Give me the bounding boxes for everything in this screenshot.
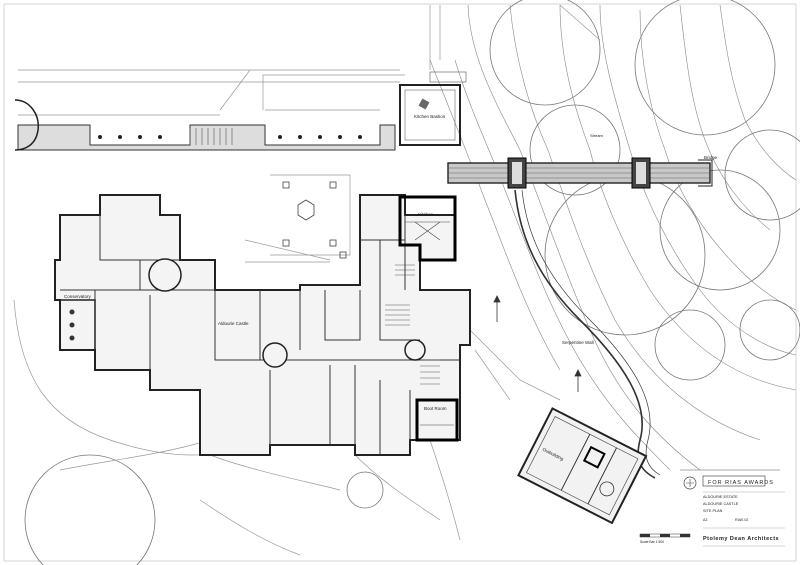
- outbuilding: [517, 407, 648, 525]
- label-conservatory: Conservatory: [64, 294, 92, 299]
- kitchen-bastion: [399, 71, 467, 146]
- tree-canopies: [24, 0, 800, 565]
- garden-planters: [282, 181, 347, 259]
- label-kitchen: Kitchen: [418, 212, 434, 217]
- firm-name: Ptolemy Dean Architects: [703, 536, 779, 542]
- scale-label: Scale Bar 1:500: [640, 540, 664, 544]
- bridge: [447, 157, 713, 189]
- castle-plan: [14, 99, 471, 456]
- site-outlines: [13, 4, 601, 556]
- drawing-frame: [3, 3, 797, 562]
- label-bridge: Bridge: [704, 155, 718, 160]
- title-line-2: ALDOURIE CASTLE: [703, 502, 739, 506]
- label-serpentine-wall: Serpentine Wall: [562, 340, 594, 345]
- title-line-1: ALDOURIE ESTATE: [703, 495, 738, 499]
- award-banner: FOR RIAS AWARDS: [708, 480, 774, 486]
- north-arrow-marker: [493, 295, 582, 392]
- scale-bar: [639, 533, 691, 538]
- boot-room: [415, 398, 459, 442]
- title-line-3: SITE PLAN: [703, 509, 723, 513]
- compass-icon: [683, 476, 697, 490]
- kitchen-wing: [398, 195, 457, 262]
- drawing-size: A3: [703, 518, 707, 522]
- label-castle: Aldourie Castle: [218, 321, 249, 326]
- label-stream: Stream: [590, 133, 604, 138]
- terrace: [17, 124, 396, 151]
- label-boot-room: Boot Room: [424, 406, 447, 411]
- title-block: FOR RIAS AWARDS ALDOURIE ESTATE ALDOURIE…: [639, 469, 785, 547]
- contour-lines: [429, 4, 797, 471]
- award-banner-box: [702, 475, 766, 487]
- label-kitchen-bastion: Kitchen Bastion: [414, 114, 446, 119]
- drawing-number: RIAS 02: [735, 518, 748, 522]
